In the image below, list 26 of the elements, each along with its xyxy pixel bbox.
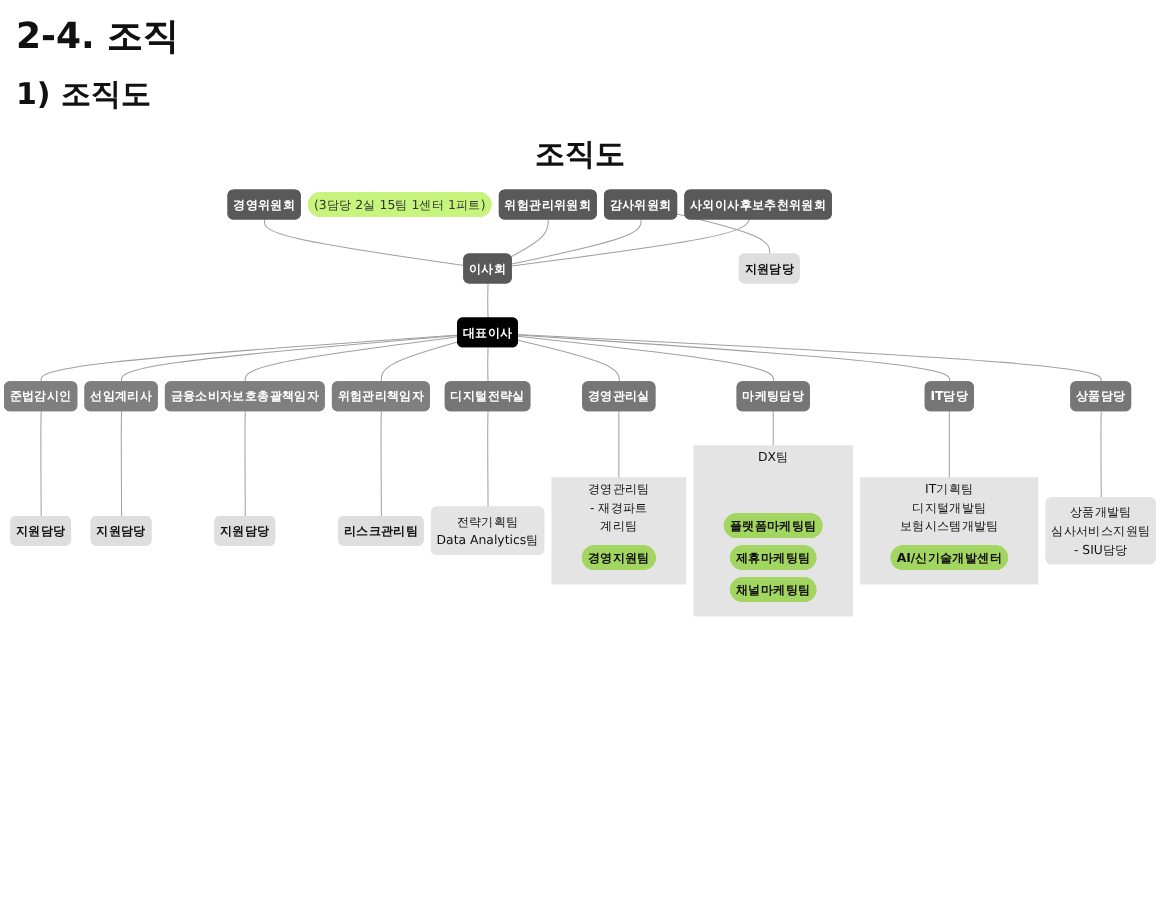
connector: [40, 334, 459, 383]
connector: [511, 219, 642, 265]
connector: [244, 410, 246, 518]
connector: [511, 219, 751, 267]
connector: [487, 410, 489, 509]
connector: [120, 410, 123, 518]
connector: [121, 335, 459, 383]
connector: [380, 341, 459, 383]
connector: [510, 219, 549, 258]
connector: [517, 333, 1102, 383]
connector: [244, 336, 459, 383]
section-heading: 2-4. 조직: [16, 14, 180, 60]
subsection-heading: 1) 조직도: [16, 76, 152, 114]
connector: [517, 335, 775, 383]
connector: [487, 282, 489, 319]
connector: [264, 219, 465, 267]
connector: [948, 410, 950, 479]
connector: [517, 339, 620, 383]
connector: [772, 410, 774, 447]
connector: [40, 410, 42, 518]
connector: [517, 334, 951, 383]
connector: [1100, 410, 1102, 499]
connector: [487, 346, 489, 383]
chart-title: 조직도: [535, 136, 625, 174]
connector: [618, 410, 620, 479]
connector: [380, 410, 382, 518]
